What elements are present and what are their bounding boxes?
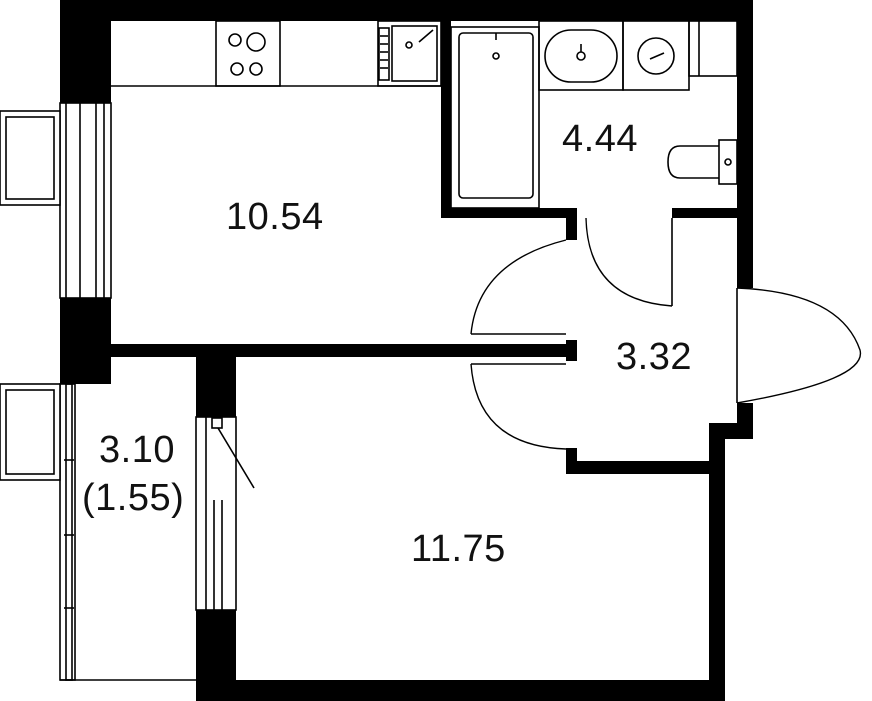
wall-right-bedroom bbox=[709, 423, 725, 701]
room-area-bedroom: 11.75 bbox=[411, 528, 506, 570]
wall-bath-stub bbox=[566, 208, 577, 240]
wall-bath-bottom-right bbox=[672, 208, 753, 218]
wall-hall-bottom-stub bbox=[566, 448, 577, 474]
wall-bedroom-left-lower bbox=[196, 610, 236, 701]
wall-left-mid bbox=[60, 298, 111, 384]
room-area-kitchen: 10.54 bbox=[226, 196, 324, 238]
kitchen-sink-icon bbox=[377, 20, 442, 87]
wall-bedroom-left-strip bbox=[228, 357, 236, 417]
window-bedroom bbox=[195, 416, 255, 611]
wall-bottom bbox=[196, 680, 725, 701]
window-kitchen bbox=[0, 102, 112, 299]
door-swings bbox=[470, 217, 862, 450]
wall-hall-bottom bbox=[566, 461, 725, 474]
room-area-bathroom: 4.44 bbox=[562, 118, 638, 160]
room-area-balcony: 3.10 bbox=[99, 429, 175, 471]
wall-left-upper bbox=[60, 0, 111, 103]
washbasin-icon bbox=[538, 20, 624, 91]
kitchen-counter bbox=[111, 20, 442, 87]
bathroom-cabinet bbox=[688, 20, 738, 77]
wall-bath-bottom-left bbox=[441, 208, 577, 218]
wall-hall-left-stub bbox=[566, 340, 577, 361]
wall-top bbox=[60, 0, 753, 21]
wall-bath-left bbox=[441, 21, 451, 216]
washing-machine-icon bbox=[622, 20, 690, 91]
toilet-icon bbox=[667, 139, 738, 185]
balcony bbox=[0, 383, 196, 681]
wall-kitchen-bedroom bbox=[111, 344, 571, 357]
room-area-hallway: 3.32 bbox=[616, 336, 692, 378]
stove-icon bbox=[215, 20, 281, 87]
walls bbox=[60, 0, 753, 701]
wall-right-upper bbox=[737, 0, 753, 288]
bathtub-icon bbox=[450, 26, 540, 209]
room-area-balcony-reduced: (1.55) bbox=[82, 477, 184, 519]
